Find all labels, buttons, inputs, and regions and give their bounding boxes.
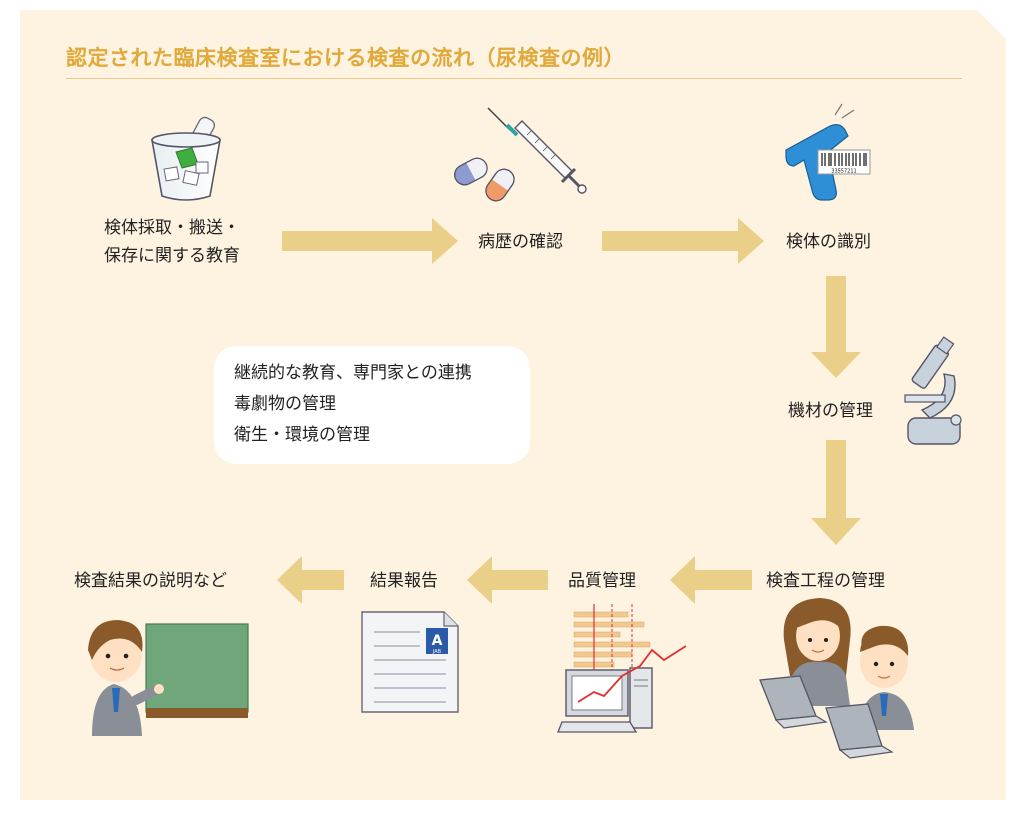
- arrow-equipment-to-process: [811, 440, 861, 545]
- workers-laptops-icon: [759, 598, 914, 759]
- note-box: [214, 346, 530, 464]
- badge-mark: A: [432, 633, 443, 649]
- barcode-scanner-icon: 33557211: [785, 103, 871, 201]
- arrow-report-to-explanation: [277, 556, 344, 604]
- presenter-blackboard-icon: [88, 620, 249, 736]
- step-collection-line1: 検体採取・搬送・: [104, 218, 240, 238]
- step-equipment: 機材の管理: [788, 401, 873, 421]
- arrow-history-to-identification: [602, 218, 764, 264]
- step-explanation: 検査結果の説明など: [74, 571, 227, 591]
- step-collection-line2: 保存に関する教育: [104, 246, 240, 266]
- step-history: 病歴の確認: [478, 232, 563, 252]
- arrow-quality-to-report: [467, 556, 548, 604]
- note-line-2: 毒劇物の管理: [234, 394, 336, 414]
- barcode-number: 33557211: [831, 169, 856, 175]
- arrow-process-to-quality: [670, 556, 752, 604]
- diagram-title: 認定された臨床検査室における検査の流れ（尿検査の例）: [66, 46, 625, 70]
- arrow-collection-to-history: [282, 218, 458, 264]
- note-line-1: 継続的な教育、専門家との連携: [234, 363, 472, 383]
- pills-icon: [454, 157, 515, 202]
- note-line-3: 衛生・環境の管理: [234, 425, 370, 445]
- step-quality: 品質管理: [568, 571, 636, 591]
- step-process: 検査工程の管理: [766, 571, 885, 591]
- syringe-icon: [487, 107, 587, 194]
- computer-chart-icon: [557, 604, 687, 733]
- ice-cup-icon: [151, 116, 221, 201]
- badge-org: JAB: [432, 649, 442, 655]
- report-document-icon: A JAB: [361, 611, 459, 713]
- step-report: 結果報告: [370, 571, 438, 591]
- arrow-identification-to-equipment: [811, 276, 861, 378]
- microscope-icon: [904, 336, 962, 445]
- title-underline: [66, 78, 962, 79]
- step-identification: 検体の識別: [786, 232, 871, 252]
